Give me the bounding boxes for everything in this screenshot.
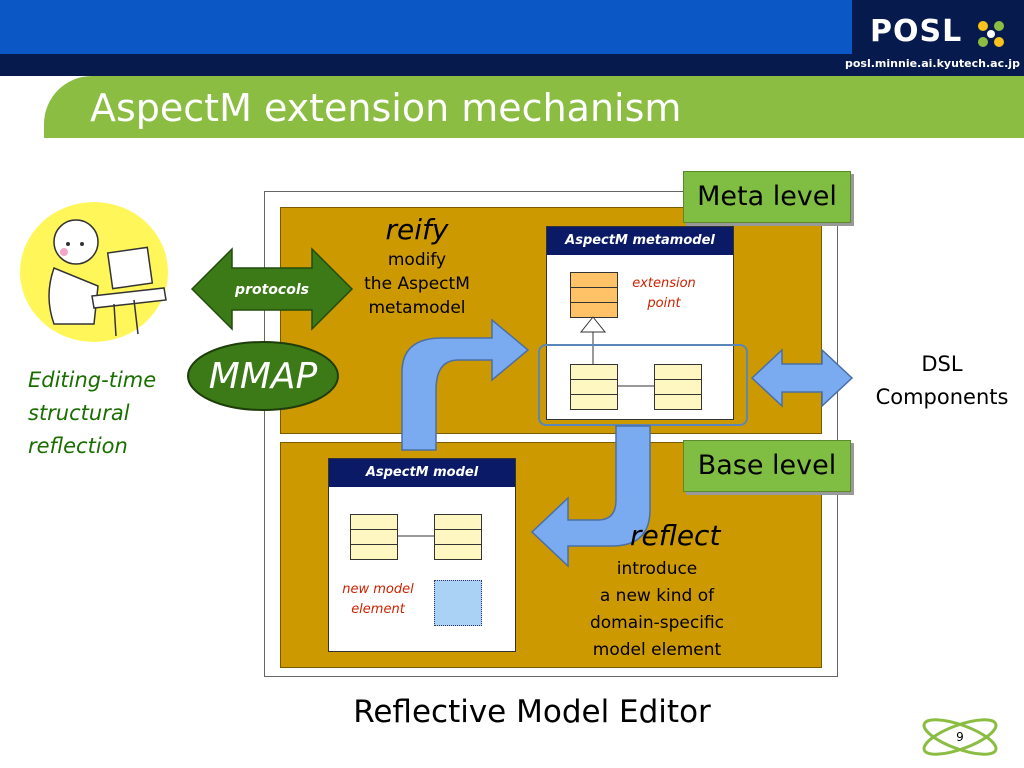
metamodel-box: AspectM metamodel: [546, 226, 734, 420]
reflect-line-3: domain-specific: [589, 613, 725, 633]
metamodel-inheritance: [579, 316, 654, 387]
mmap-label: MMAP: [208, 356, 318, 397]
reify-line-1: modify: [387, 250, 447, 270]
logo-text: POSL: [870, 14, 963, 49]
metamodel-class-a: [570, 364, 618, 410]
extension-point-line-1: extension: [632, 276, 696, 291]
new-element-class: [434, 580, 482, 626]
new-element-line-2: element: [351, 602, 405, 617]
model-class-a: [350, 514, 398, 560]
model-association: [394, 535, 434, 537]
programmer-illustration-icon: [20, 202, 168, 342]
mmap-ellipse: [187, 341, 339, 411]
left-caption-line-1: Editing-time: [28, 368, 157, 392]
reify-word: reify: [385, 213, 449, 246]
model-title: AspectM model: [329, 459, 515, 487]
reflect-line-1: introduce: [616, 559, 698, 579]
dsl-arrow: [750, 348, 854, 408]
extension-point-class: [570, 272, 618, 318]
new-element-label: new model element: [332, 580, 424, 620]
logo-icon: [978, 21, 1004, 47]
header-strip: [0, 54, 1024, 76]
base-level-label: Base level: [683, 440, 851, 492]
metamodel-highlight: [538, 344, 748, 426]
meta-level-label: Meta level: [683, 171, 851, 223]
reflect-arrow: [530, 425, 651, 568]
bottom-caption: Reflective Model Editor: [353, 694, 711, 730]
new-element-line-1: new model: [342, 582, 414, 597]
slide-title: AspectM extension mechanism: [90, 86, 682, 130]
reify-arrow: [401, 318, 530, 451]
reflect-line-2: a new kind of: [599, 586, 715, 606]
protocols-label: protocols: [235, 282, 309, 298]
dsl-caption: DSL Components: [862, 348, 1022, 414]
reflect-line-4: model element: [592, 640, 722, 660]
extension-point-label: extension point: [618, 274, 710, 314]
reify-line-2: the AspectM: [364, 274, 470, 294]
page-number: 9: [956, 730, 964, 744]
metamodel-class-b: [654, 364, 702, 410]
protocols-arrow: [190, 247, 354, 331]
left-caption: Editing-time structural reflection: [28, 364, 156, 463]
title-band: [44, 76, 1024, 138]
page-number-orbit-icon: [922, 718, 998, 756]
dsl-line-2: Components: [875, 385, 1009, 409]
left-caption-line-2: structural: [28, 401, 130, 425]
left-caption-line-3: reflection: [28, 434, 128, 458]
reflect-word: reflect: [630, 519, 721, 552]
metamodel-title: AspectM metamodel: [547, 227, 733, 255]
model-class-b: [434, 514, 482, 560]
reify-line-3: metamodel: [368, 298, 466, 318]
extension-point-line-2: point: [647, 296, 681, 311]
reflect-text: introduce a new kind of domain-specific …: [572, 556, 742, 664]
logo-area: [852, 0, 1024, 76]
dsl-line-1: DSL: [921, 352, 963, 376]
reify-text: reify modify the AspectM metamodel: [352, 212, 482, 320]
logo-url: posl.minnie.ai.kyutech.ac.jp: [845, 57, 1020, 70]
